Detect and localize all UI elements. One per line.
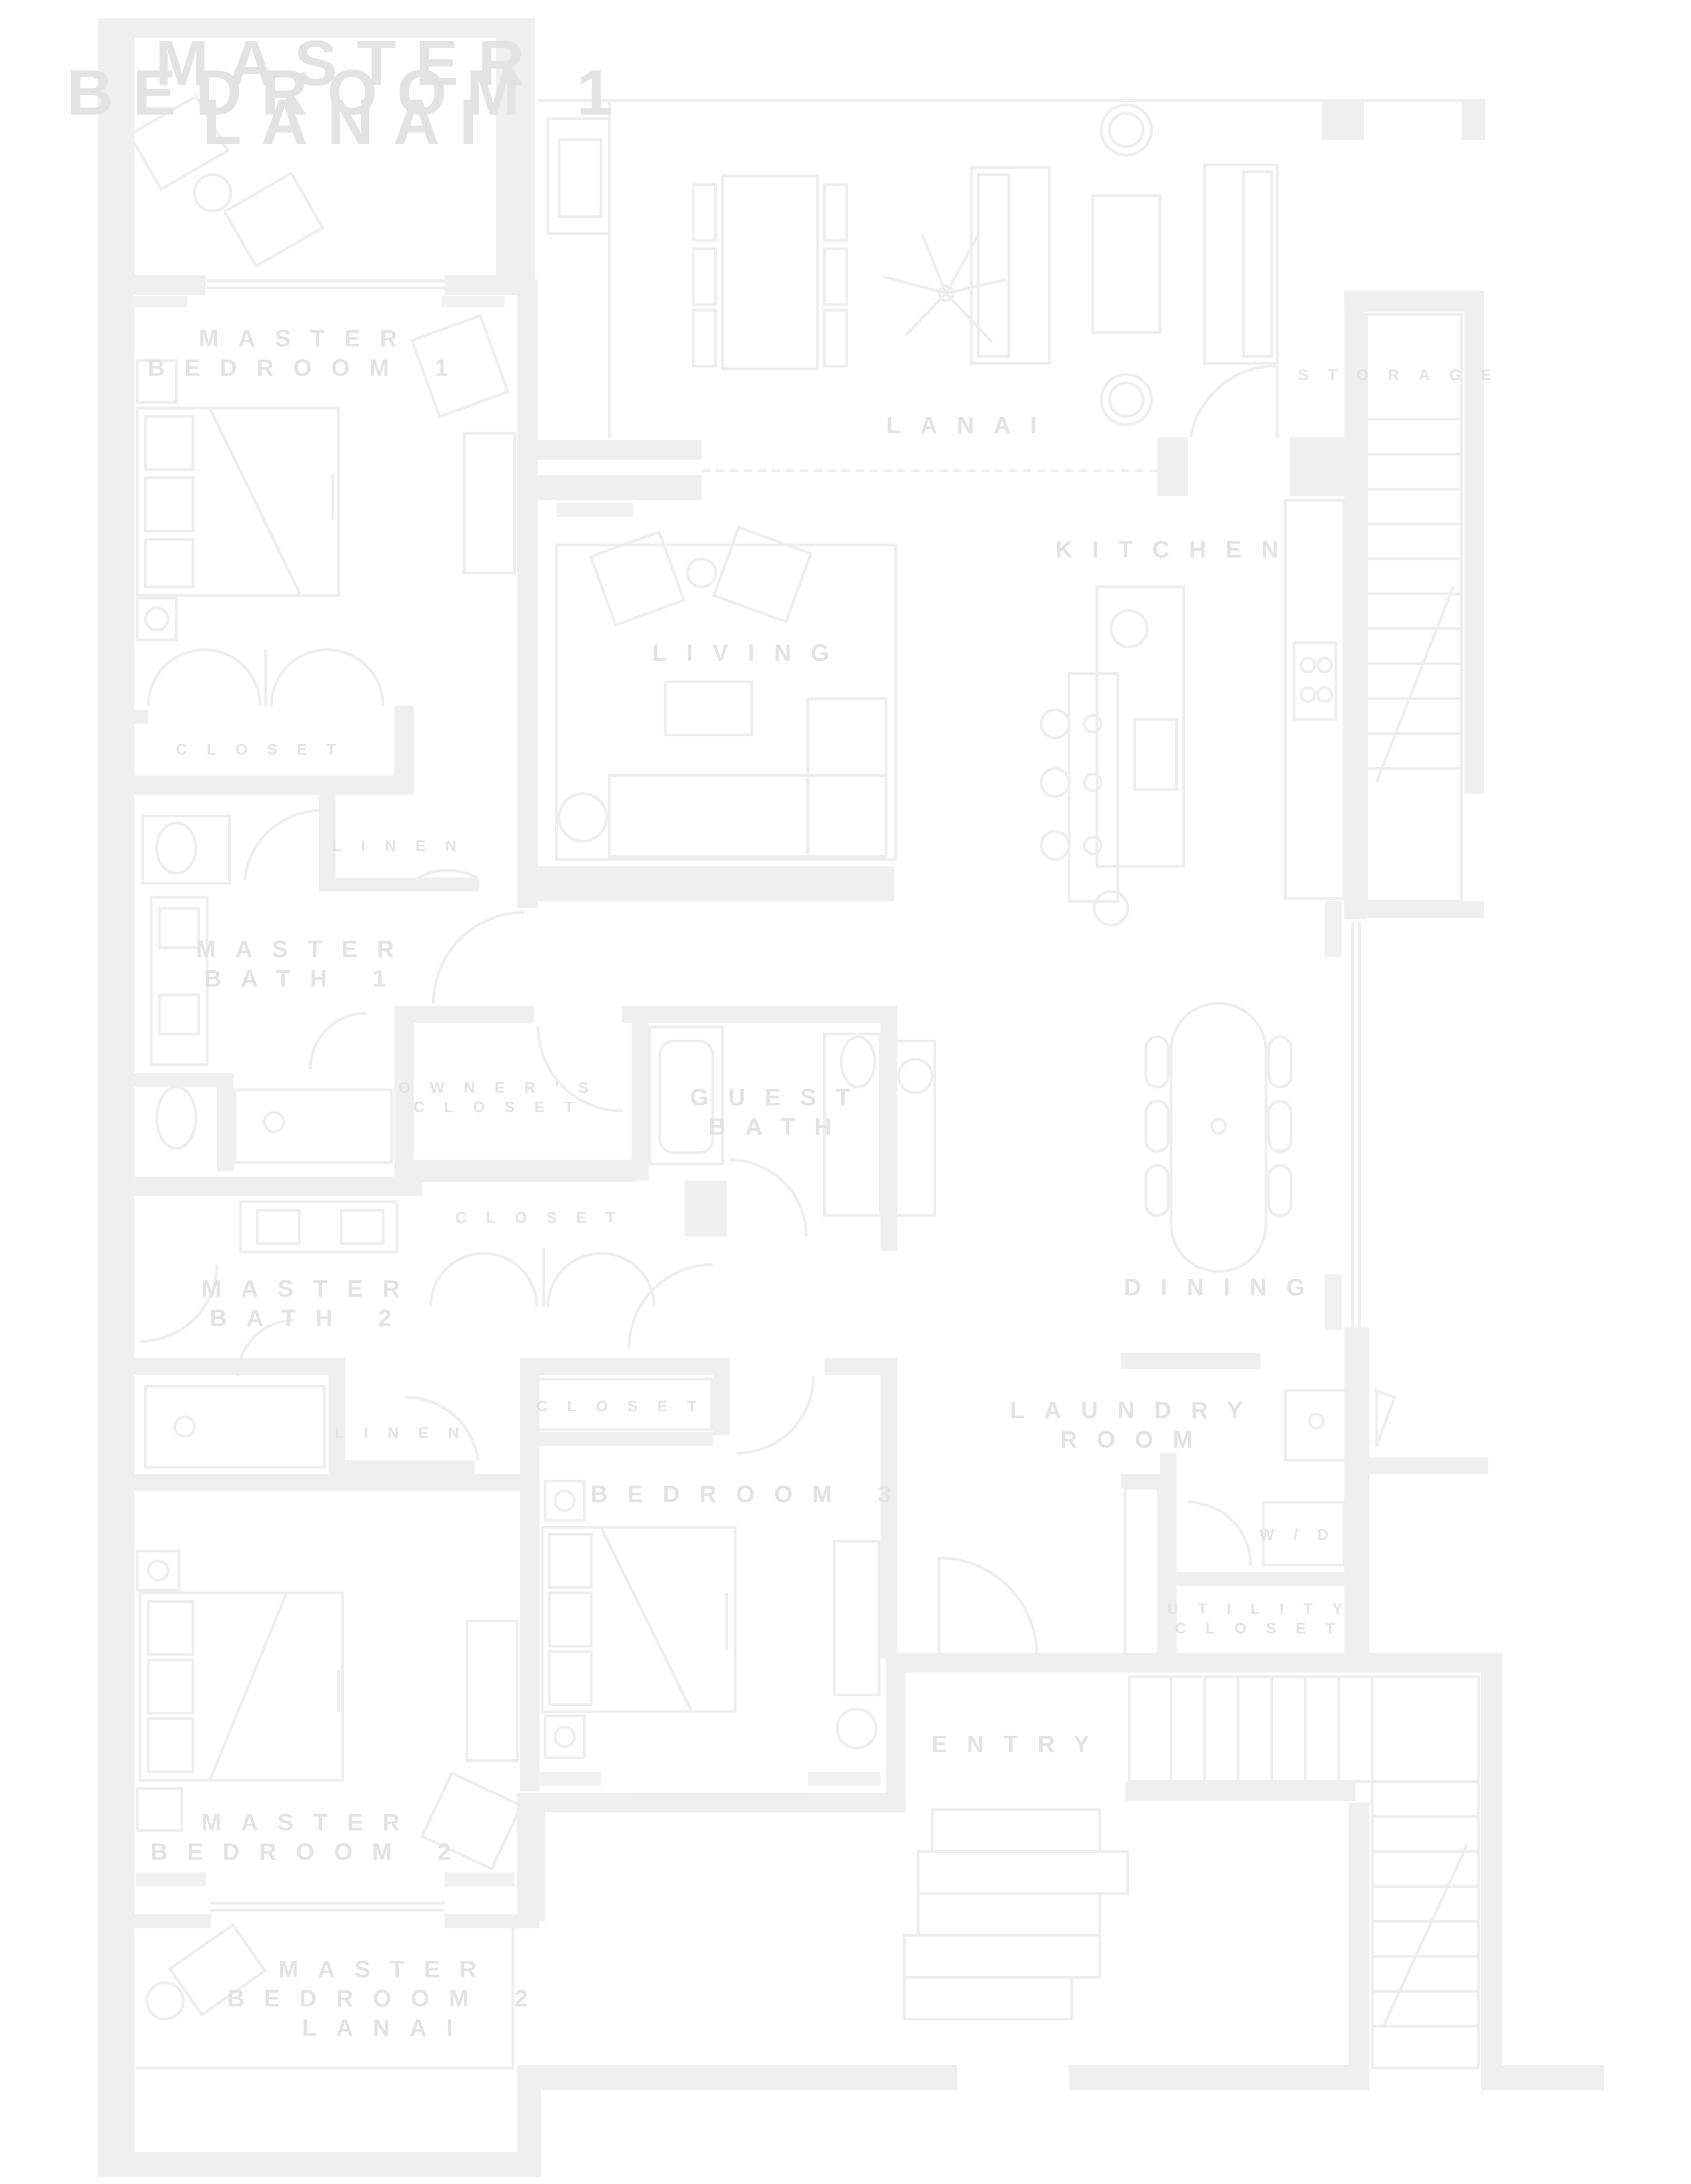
label-storage: STORAGE [1298,367,1510,384]
label-bedroom-3: BEDROOM 3 [590,1480,910,1507]
exterior-walls [98,18,1605,2177]
storage-stairs [1365,313,1463,903]
label-master-bedroom-2-lanai-3: LANAI [302,2015,472,2041]
label-laundry-room: LAUNDRY [1010,1397,1262,1424]
label-laundry-room-2: ROOM [1060,1426,1212,1453]
label-master-bedroom-1-2: BEDROOM 1 [148,355,468,381]
label-master-bath-2-2: BATH 2 [210,1304,411,1331]
entry-steps [903,1808,1129,2021]
label-master-bedroom-1-lanai: MASTER [155,27,544,99]
label-wd: W/D [1260,1526,1348,1543]
label-owners-closet: OWNER'S [399,1079,608,1096]
label-master-bedroom-2-2: BEDROOM 2 [150,1838,470,1865]
label-master-bedroom-2-lanai: MASTER [278,1956,496,1982]
fine-lines [136,99,1486,2070]
label-owners-closet-2: CLOSET [413,1099,593,1116]
label-master-bath-1-2: BATH 1 [204,965,406,992]
label-closet-2: CLOSET [455,1209,635,1226]
label-dining: DINING [1124,1274,1325,1300]
label-guest-bath-2: BATH [709,1113,851,1140]
label-master-bedroom-1-lanai-3: LANAI [203,85,497,158]
label-master-bath-1: MASTER [196,935,413,962]
label-entry: ENTRY [931,1731,1109,1757]
label-linen-2: LINEN [335,1425,478,1442]
label-lanai: LANAI [886,412,1057,439]
room-labels: MASTER BEDROOM 1 LANAI MASTER BEDROOM 1 … [67,27,1510,2041]
label-master-bedroom-2: MASTER [202,1809,419,1836]
label-master-bedroom-2-lanai-2: BEDROOM 2 [227,1985,547,2012]
label-linen-1: LINEN [332,838,476,855]
label-guest-bath: GUEST [690,1084,870,1110]
label-closet-3: CLOSET [536,1398,716,1415]
label-closet-1: CLOSET [176,741,356,758]
label-kitchen: KITCHEN [1056,536,1298,563]
label-utility-closet-2: CLOSET [1175,1620,1354,1637]
label-living: LIVING [652,640,849,666]
label-master-bedroom-1: MASTER [199,325,416,352]
label-master-bedroom-1-lanai-2: BEDROOM 1 [67,56,632,128]
entry-stairs [1128,1675,1480,2070]
label-utility-closet: UTILITY [1167,1601,1362,1618]
furniture [127,94,1397,2021]
label-master-bath-2: MASTER [202,1275,419,1302]
hatched-segments [131,296,1342,1887]
